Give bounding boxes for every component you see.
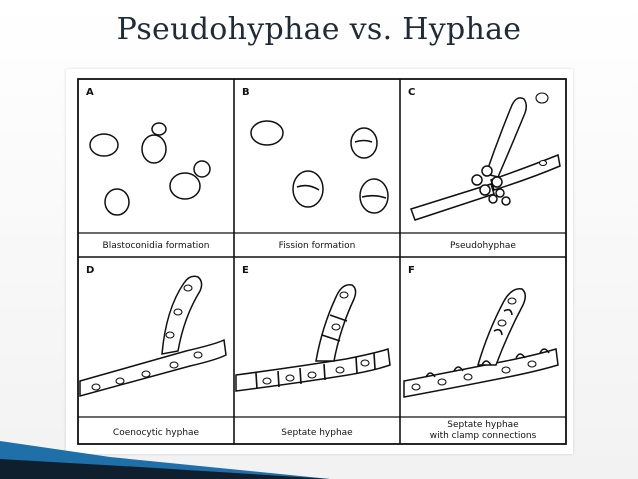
panel-b-caption: Fission formation [279, 241, 356, 251]
panel-a-letter: A [86, 87, 94, 98]
panel-e-letter: E [242, 265, 249, 276]
panel-b-illustration [250, 120, 389, 214]
corner-accent [0, 441, 330, 479]
panel-c-caption: Pseudohyphae [450, 241, 516, 251]
panel-d-caption: Coenocytic hyphae [113, 428, 200, 438]
panel-f-illustration [403, 288, 559, 398]
panel-d-letter: D [86, 265, 94, 276]
panel-c-letter: C [408, 87, 415, 98]
page-title: Pseudohyphae vs. Hyphae [116, 12, 522, 47]
panel-f-letter: F [408, 265, 415, 276]
panel-a-illustration [89, 122, 211, 216]
figure-svg: A B C D E F Blastoconidia formation Fiss… [77, 78, 567, 445]
panel-f-caption-line1: Septate hyphae [447, 420, 519, 430]
panel-c-illustration [410, 92, 561, 221]
panel-a-caption: Blastoconidia formation [103, 241, 210, 251]
panel-e-caption: Septate hyphae [281, 428, 353, 438]
panel-f-caption-line2: with clamp connections [430, 431, 537, 441]
figure-border [77, 78, 567, 445]
panel-e-illustration [235, 284, 391, 392]
panel-d-illustration [79, 275, 227, 397]
fungal-morphology-figure: A B C D E F Blastoconidia formation Fiss… [66, 69, 573, 454]
panel-b-letter: B [242, 87, 250, 98]
corner-accent-dark [0, 459, 330, 479]
